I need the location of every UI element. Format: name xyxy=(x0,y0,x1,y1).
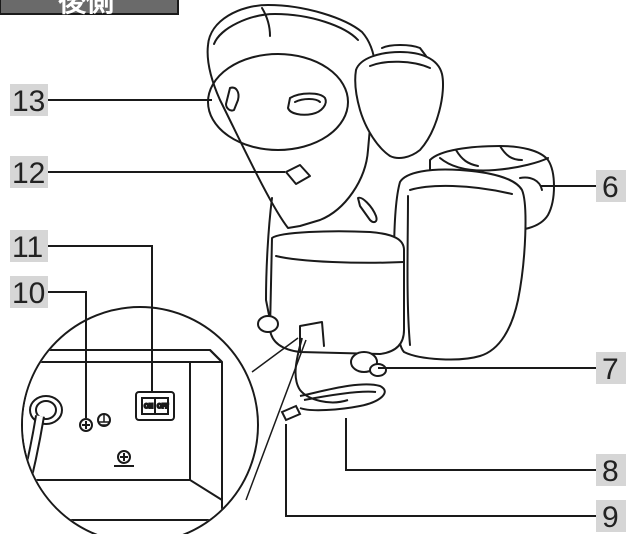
callout-8-label: 8 xyxy=(602,455,619,488)
title-text: 後側 xyxy=(58,0,114,18)
callout-13-label: 13 xyxy=(12,85,45,118)
callout-8: 8 xyxy=(596,454,626,488)
power-plug-icon xyxy=(282,406,300,420)
side-armrest-panel xyxy=(394,170,525,360)
chair-illustration xyxy=(208,5,554,376)
callout-12: 12 xyxy=(10,156,48,190)
switch-off-label: OFF xyxy=(157,403,169,410)
callout-11-label: 11 xyxy=(12,231,43,264)
callout-7-label: 7 xyxy=(602,353,619,386)
callout-12-label: 12 xyxy=(12,157,45,190)
callout-6: 6 xyxy=(596,170,626,204)
callout-10-label: 10 xyxy=(12,277,45,310)
power-switch-icon: ON OFF xyxy=(136,392,174,420)
callout-7: 7 xyxy=(596,352,626,386)
callout-9-label: 9 xyxy=(602,501,619,534)
ground-symbol-icon xyxy=(98,414,110,426)
callout-11: 11 xyxy=(10,230,48,264)
detail-circle: ON OFF xyxy=(10,307,258,534)
callout-10: 10 xyxy=(10,276,48,310)
switch-on-label: ON xyxy=(144,403,153,410)
seat-base xyxy=(270,231,404,354)
callout-9: 9 xyxy=(596,500,626,534)
callout-13: 13 xyxy=(10,84,48,118)
title-tab: 後側 xyxy=(0,0,178,18)
callout-6-label: 6 xyxy=(602,171,619,204)
